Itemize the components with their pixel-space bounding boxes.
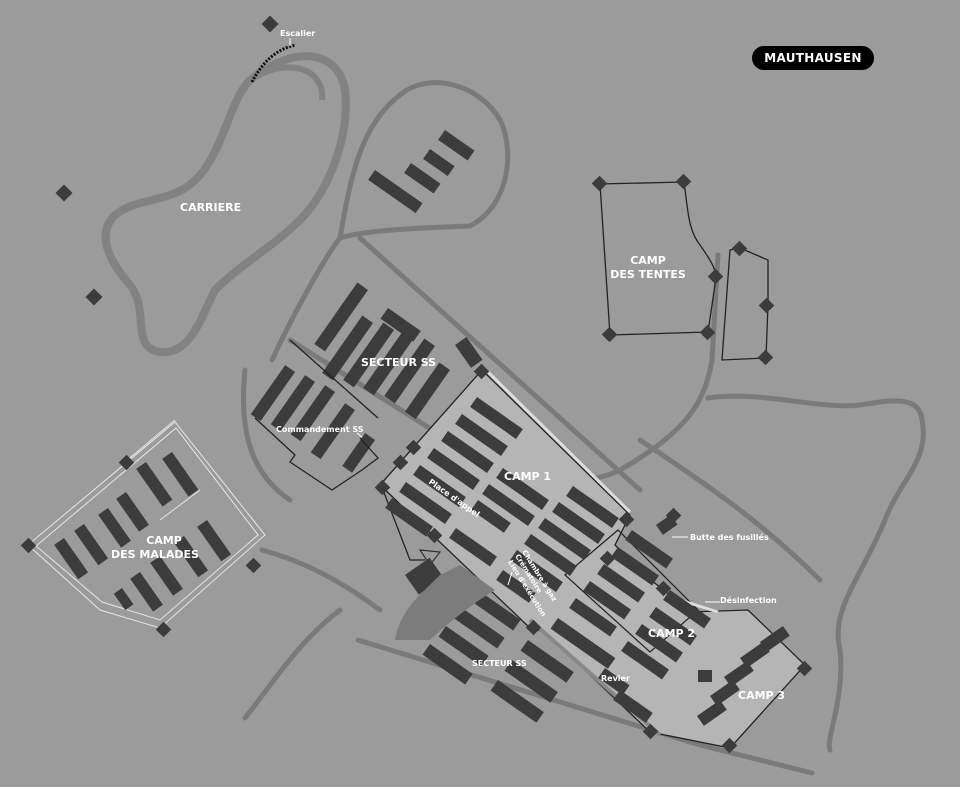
- label-butte: Butte des fusillés: [690, 532, 769, 542]
- label-camp2: CAMP 2: [648, 627, 695, 640]
- revier-buildings: [422, 590, 653, 723]
- quarry: [101, 43, 350, 357]
- label-desinfection: Désinfection: [720, 595, 777, 605]
- label-secteur-ss-south: SECTEUR SS: [472, 659, 527, 668]
- camp-des-malades: [20, 419, 266, 638]
- watchtower: [245, 557, 262, 574]
- label-commandement: Commandement SS: [276, 425, 364, 434]
- camp-2-3-barracks: [569, 514, 790, 726]
- watchtower: [155, 621, 172, 638]
- watchtower: [758, 297, 775, 314]
- camp-1-barracks: [385, 397, 619, 603]
- entrance-plaza: [395, 565, 495, 640]
- label-revier: Revier: [601, 674, 630, 683]
- label-carriere: CARRIERE: [180, 201, 241, 214]
- label-escalier: Escalier: [280, 29, 315, 38]
- main-watchtowers: [55, 15, 813, 754]
- watchtower: [601, 326, 618, 343]
- label-camp3: CAMP 3: [738, 689, 785, 702]
- label-camp-malades-2: DES MALADES: [111, 548, 199, 561]
- watchtower: [675, 173, 692, 190]
- watchtower: [731, 240, 748, 257]
- label-camp-tentes-2: DES TENTES: [610, 268, 686, 281]
- label-camp-malades-1: CAMP: [146, 534, 182, 547]
- map-title: MAUTHAUSEN: [752, 46, 874, 70]
- watchtower: [118, 454, 135, 471]
- watchtower: [591, 175, 608, 192]
- watchtower: [757, 349, 774, 366]
- label-secteur-ss-north: SECTEUR SS: [361, 356, 436, 369]
- label-camp1: CAMP 1: [504, 470, 551, 483]
- leader-lines: [289, 38, 720, 603]
- label-camp-tentes-1: CAMP: [630, 254, 666, 267]
- ss-sector-buildings: [250, 282, 483, 561]
- ss-north-buildings: [368, 130, 475, 214]
- watchtower: [707, 268, 724, 285]
